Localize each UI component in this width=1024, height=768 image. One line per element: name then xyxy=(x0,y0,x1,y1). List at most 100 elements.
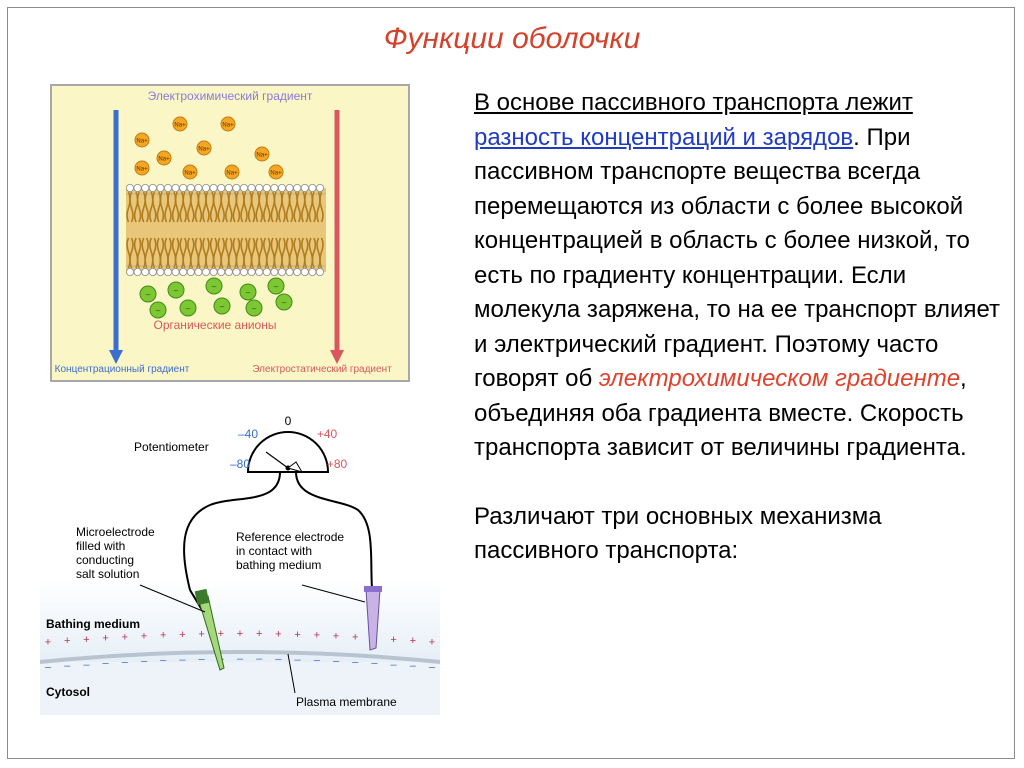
sodium-ion: Na+ xyxy=(156,150,172,166)
label-electrostatic-gradient: Электростатический градиент xyxy=(252,364,392,375)
minus-charge: – xyxy=(295,654,302,666)
sodium-ion-label: Na+ xyxy=(136,167,148,173)
slide-title: Функции оболочки xyxy=(383,22,641,55)
anion-label: – xyxy=(156,306,161,315)
minus-charge: – xyxy=(333,655,340,667)
paragraph1-part1: В основе пассивного транспорта лежит xyxy=(474,89,913,116)
paragraph-1: В основе пассивного транспорта лежит раз… xyxy=(474,86,1004,466)
sodium-ion: Na+ xyxy=(182,164,198,180)
sodium-ion-label: Na+ xyxy=(174,123,186,129)
potentiometer-figure: +–+–+–+–+–+–+–+–+–+–+–+–+–+–+–+–+–+–+–+–… xyxy=(40,414,440,715)
link-concentration-charge-difference[interactable]: разность концентраций и зарядов xyxy=(474,123,854,151)
anion-label: – xyxy=(282,298,287,307)
sodium-ion-label: Na+ xyxy=(270,171,282,177)
minus-charge: – xyxy=(429,661,436,673)
organic-anion: – xyxy=(205,277,223,295)
plus-charge: + xyxy=(160,630,166,642)
sodium-ion: Na+ xyxy=(224,164,240,180)
label-electrochemical-gradient: Электрохимический градиент xyxy=(148,89,313,103)
organic-anion: – xyxy=(167,281,185,299)
paragraph-2: Различают три основных механизма пассивн… xyxy=(474,502,882,565)
wire-right xyxy=(295,471,373,589)
organic-anions: –––––––––– xyxy=(139,277,293,319)
sodium-ions: Na+Na+Na+Na+Na+Na+Na+Na+Na+Na+ xyxy=(134,116,284,180)
label-bathing-medium: Bathing medium xyxy=(46,617,140,631)
label-concentration-gradient: Концентрационный градиент xyxy=(55,364,190,375)
minus-charge: – xyxy=(64,660,71,672)
plasma-membrane-line xyxy=(40,650,440,664)
sodium-ion: Na+ xyxy=(254,146,270,162)
paragraph1-part3: , объединяя оба градиента вместе. Скорос… xyxy=(474,365,967,461)
concentration-gradient-arrow xyxy=(109,110,123,364)
wire-left xyxy=(183,471,281,616)
sodium-ion-label: Na+ xyxy=(226,171,238,177)
scale-plus40: +40 xyxy=(317,427,338,441)
minus-charge: – xyxy=(237,653,244,665)
figure1-frame xyxy=(50,84,410,382)
sodium-ion: Na+ xyxy=(220,116,236,132)
plus-charge: + xyxy=(122,631,128,643)
anion-label: – xyxy=(212,282,217,291)
plus-charge: + xyxy=(179,629,185,641)
organic-anion: – xyxy=(139,285,157,303)
organic-anion: – xyxy=(245,299,263,317)
organic-anion: – xyxy=(179,299,197,317)
minus-charge: – xyxy=(141,655,148,667)
minus-charge: – xyxy=(391,659,398,671)
anion-label: – xyxy=(252,304,257,313)
plus-charge: + xyxy=(141,630,147,642)
paragraph-gap xyxy=(474,466,1004,500)
sodium-ion-label: Na+ xyxy=(158,157,170,163)
sodium-ion-label: Na+ xyxy=(184,171,196,177)
plus-charge: + xyxy=(102,633,108,645)
plus-charge: + xyxy=(83,634,89,646)
plus-charge: + xyxy=(198,628,204,640)
plus-charge: + xyxy=(64,635,70,647)
minus-charge: – xyxy=(371,658,378,670)
minus-charge: – xyxy=(179,654,186,666)
cytosol-area xyxy=(40,662,440,715)
minus-charge: – xyxy=(314,655,321,667)
anion-label: – xyxy=(246,288,251,297)
slide-frame xyxy=(7,7,1015,759)
organic-anion: – xyxy=(275,293,293,311)
sodium-ion-label: Na+ xyxy=(256,153,268,159)
plus-charge: + xyxy=(275,628,281,640)
minus-charge: – xyxy=(410,660,417,672)
minus-charge: – xyxy=(103,658,110,670)
anion-label: – xyxy=(274,282,279,291)
potentiometer-meter xyxy=(246,431,330,473)
scale-minus40: –40 xyxy=(238,427,258,441)
label-cytosol: Cytosol xyxy=(46,685,90,699)
callout-membrane xyxy=(287,653,296,694)
plus-charge: + xyxy=(352,631,358,643)
microelectrode xyxy=(194,588,225,671)
scale-zero: 0 xyxy=(285,414,292,428)
plus-charge: + xyxy=(333,630,339,642)
anion-label: – xyxy=(186,304,191,313)
plus-charge: + xyxy=(314,630,320,642)
plus-charge: + xyxy=(256,628,262,640)
organic-anion: – xyxy=(149,301,167,319)
sodium-ion: Na+ xyxy=(134,160,150,176)
scale-plus80: +80 xyxy=(327,457,348,471)
sodium-ion: Na+ xyxy=(268,164,284,180)
minus-charge: – xyxy=(256,653,263,665)
plus-charge: + xyxy=(410,635,416,647)
label-organic-anions: Органические анионы xyxy=(154,318,277,332)
organic-anion: – xyxy=(213,297,231,315)
electrochemical-gradient-figure: Электрохимический градиент Na+ Na+ Na+ Na+ N… xyxy=(50,84,410,382)
paragraph1-part2: . При пассивном транспорте вещества всег… xyxy=(474,123,1000,393)
emphasis-electrochemical-gradient: электрохимическом градиенте xyxy=(598,365,961,392)
organic-anion: – xyxy=(267,277,285,295)
minus-charge: – xyxy=(83,659,90,671)
electrostatic-gradient-arrow xyxy=(330,110,344,364)
anion-label: – xyxy=(174,286,179,295)
plus-charge: + xyxy=(45,636,51,648)
minus-charge: – xyxy=(122,656,129,668)
scale-minus80: –80 xyxy=(230,457,250,471)
lipid-bilayer xyxy=(126,184,326,276)
callout-microelectrode xyxy=(139,584,206,613)
